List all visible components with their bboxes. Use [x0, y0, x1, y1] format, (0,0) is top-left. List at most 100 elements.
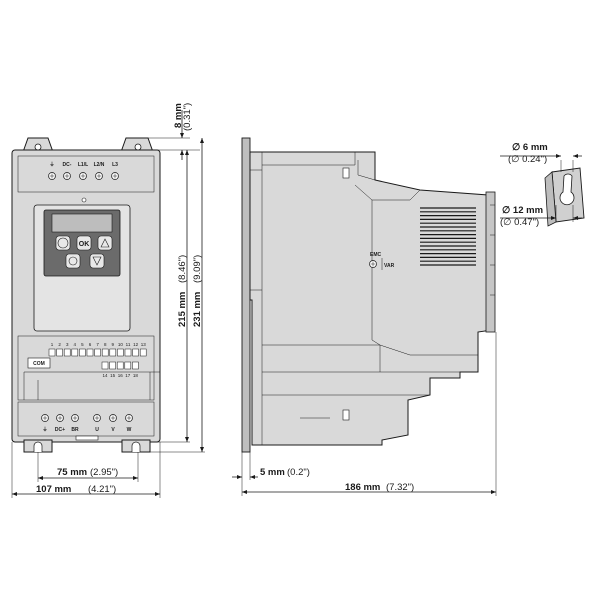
emc-label: EMC — [370, 252, 382, 258]
bottom-left-slot-icon — [33, 441, 43, 452]
terminal-screw-icon — [93, 414, 101, 422]
control-terminal-number: 3 — [66, 342, 69, 347]
side-view: EMC VAR — [241, 137, 496, 453]
hole-small-mm: ∅ 6 mm — [512, 142, 548, 153]
terminal-screw-icon — [63, 172, 71, 180]
terminal-screw-icon — [79, 172, 87, 180]
arrowhead-icon — [556, 154, 578, 158]
lower-contour-lines — [262, 371, 460, 396]
com-label: COM — [33, 361, 45, 367]
arrowhead-icon — [237, 475, 255, 479]
bottom-clip-slot — [342, 409, 350, 421]
hole-small-extension — [560, 160, 574, 172]
arrowhead-icon — [180, 133, 184, 155]
control-terminal-clamp[interactable] — [56, 348, 63, 357]
bottom-slot — [75, 435, 99, 441]
top-clearance-mm: 8 mm — [173, 103, 184, 128]
control-terminal-clamp[interactable] — [101, 361, 109, 370]
control-terminal-area — [17, 335, 155, 401]
ok-key-label: OK — [79, 241, 90, 248]
control-terminal-clamp[interactable] — [109, 361, 116, 370]
control-terminal-number: 11 — [126, 342, 131, 347]
top-edge-line — [262, 152, 356, 166]
control-terminal-number: 2 — [58, 342, 61, 347]
side-offset-in: (0.2") — [287, 467, 310, 478]
control-terminal-number: 10 — [118, 342, 124, 347]
control-terminal-clamp[interactable] — [101, 348, 109, 357]
terminal-screw-icon — [111, 172, 119, 180]
control-terminal-clamp[interactable] — [116, 361, 124, 370]
control-terminal-number: 5 — [81, 342, 84, 347]
run-key[interactable] — [65, 253, 81, 269]
control-terminal-number: 13 — [141, 342, 147, 347]
mid-contour-line — [262, 344, 478, 356]
heatsink-marks — [490, 204, 495, 296]
bottom-terminal-label: BR — [71, 427, 79, 433]
top-terminal-label: L3 — [112, 162, 118, 168]
control-terminal-number: 15 — [110, 373, 116, 378]
control-terminal-number: 9 — [112, 342, 115, 347]
shoulder-line — [354, 184, 421, 201]
control-terminal-clamp[interactable] — [139, 348, 147, 357]
stop-icon — [57, 237, 69, 249]
plate-flange-lines — [250, 169, 262, 291]
inner-contour-line — [371, 200, 381, 372]
down-key[interactable] — [89, 253, 105, 269]
triangle-down-icon — [92, 256, 102, 266]
ok-key[interactable] — [76, 235, 92, 251]
hole-large-in: (∅ 0.47") — [500, 217, 539, 228]
terminal-screw-icon — [48, 172, 56, 180]
terminal-screw-icon — [109, 414, 117, 422]
run-icon — [68, 256, 78, 266]
terminal-screw-icon — [125, 414, 133, 422]
var-label: VAR — [384, 263, 395, 269]
control-terminal-number: 14 — [102, 373, 108, 378]
terminal-screw-icon — [95, 172, 103, 180]
bottom-terminal-label: V — [111, 427, 115, 433]
control-terminal-clamp[interactable] — [132, 348, 139, 357]
control-terminal-clamp[interactable] — [79, 348, 86, 357]
hole-large-mm: ∅ 12 mm — [502, 205, 543, 216]
control-terminal-clamp[interactable] — [124, 361, 132, 370]
lcd-display — [51, 213, 113, 233]
bottom-right-slot-icon — [131, 441, 141, 452]
top-terminal-label: ⏚ — [49, 161, 54, 168]
triangle-up-icon — [100, 238, 110, 248]
front-dimensions: 8 mm (0.31") 215 mm (8.46") 231 mm (9.09… — [11, 103, 205, 498]
height-inner-mm: 215 mm — [177, 292, 188, 327]
control-terminal-number: 7 — [96, 342, 99, 347]
control-terminal-clamp[interactable] — [109, 348, 117, 357]
control-terminal-number: 6 — [89, 342, 92, 347]
control-terminal-clamp[interactable] — [117, 348, 124, 357]
control-terminal-clamp[interactable] — [124, 348, 132, 357]
mounting-plate — [241, 137, 251, 453]
depth-total-in: (7.32") — [386, 482, 414, 493]
height-total-in: (9.09") — [192, 255, 203, 283]
control-terminal-clamp[interactable] — [94, 348, 101, 357]
control-terminal-clamp[interactable] — [71, 348, 79, 357]
terminal-screw-icon — [56, 414, 64, 422]
bottom-terminal-label: DC+ — [55, 427, 65, 433]
up-key[interactable] — [97, 235, 113, 251]
control-terminal-clamp[interactable] — [86, 348, 94, 357]
depth-total-mm: 186 mm — [345, 482, 380, 493]
side-offset-mm: 5 mm — [260, 467, 285, 478]
mounting-hole-detail: ∅ 6 mm (∅ 0.24") ∅ 12 mm (∅ 0.47") — [500, 142, 585, 228]
control-terminal-number: 12 — [133, 342, 139, 347]
control-terminal-clamp[interactable] — [48, 348, 56, 357]
bottom-terminal-label: W — [127, 427, 132, 433]
top-step-line — [357, 160, 376, 181]
control-terminal-number: 1 — [51, 342, 54, 347]
width-inner-in: (2.95") — [90, 467, 118, 478]
control-terminal-clamp[interactable] — [63, 348, 71, 357]
control-terminal-clamp[interactable] — [132, 361, 139, 370]
height-inner-in: (8.46") — [177, 255, 188, 283]
width-total-mm: 107 mm — [36, 484, 71, 495]
bottom-terminal-label: U — [95, 427, 99, 433]
width-total-in: (4.21") — [88, 484, 116, 495]
top-terminal-block: ⏚ DC- L1/L L2/N L3 — [48, 161, 119, 180]
